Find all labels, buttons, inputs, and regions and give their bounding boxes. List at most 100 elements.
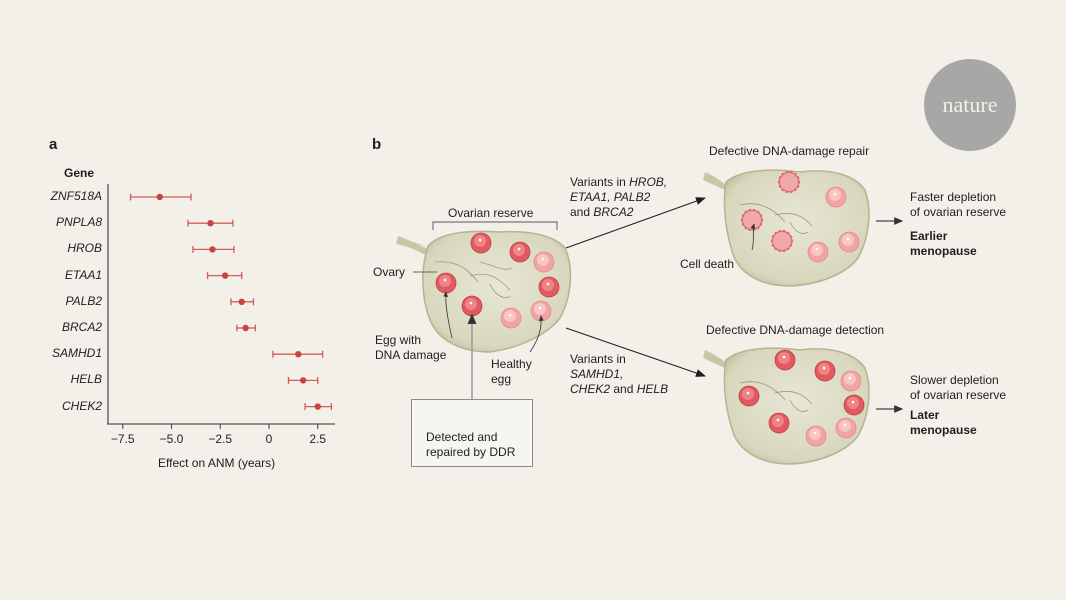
earlier-menopause-line-1: Earlier	[910, 229, 948, 243]
forest-row-pnpla8	[187, 219, 234, 227]
x-tick-label: 2.5	[309, 432, 327, 446]
faster-depletion-line-2: of ovarian reserve	[910, 205, 1007, 219]
effect-point	[314, 403, 321, 410]
dead-cell	[777, 171, 801, 193]
egg-damage-label: Egg with DNA damage	[375, 333, 446, 363]
forest-row-chek2	[304, 403, 333, 411]
forest-row-brca2	[236, 324, 257, 332]
egg	[805, 425, 827, 447]
faster-depletion-text: Faster depletion of ovarian reserve	[910, 190, 1006, 220]
egg	[774, 349, 796, 371]
forest-row-samhd1	[272, 350, 324, 358]
repair-defect-title: Defective DNA-damage repair	[709, 144, 870, 158]
effect-point	[295, 351, 302, 358]
x-tick-label: −7.5	[110, 432, 135, 446]
arrow-to-repair	[565, 197, 706, 249]
egg	[835, 417, 857, 439]
variants-in-text: Variants in	[570, 352, 626, 366]
effect-point	[242, 324, 249, 332]
effect-point	[238, 298, 245, 305]
x-tick-label: −5.0	[159, 432, 184, 446]
later-menopause-text: Later menopause	[910, 408, 977, 438]
earlier-menopause-text: Earlier menopause	[910, 229, 977, 259]
forest-row-palb2	[230, 298, 255, 306]
dead-cell	[770, 230, 794, 252]
gene-label: BRCA2	[61, 320, 102, 334]
slower-depletion-line-1: Slower depletion	[910, 373, 999, 387]
healthy-egg-pointer	[529, 315, 544, 353]
x-tick-label: −2.5	[208, 432, 233, 446]
ddr-line-1: Detected and	[426, 430, 498, 444]
healthy-egg	[530, 300, 552, 322]
healthy-egg	[500, 307, 522, 329]
egg	[738, 385, 760, 407]
effect-point	[209, 246, 216, 253]
egg	[840, 370, 862, 392]
effect-point	[156, 193, 163, 201]
panel-a-label: a	[49, 136, 58, 153]
healthy-egg-line-1: Healthy	[491, 357, 532, 371]
egg	[807, 241, 829, 263]
gene-label: HELB	[70, 372, 102, 387]
faster-depletion-line-1: Faster depletion	[910, 190, 997, 204]
slower-depletion-line-2: of ovarian reserve	[910, 388, 1007, 402]
cell-death-pointer	[750, 223, 756, 251]
detection-defect-title: Defective DNA-damage detection	[706, 323, 885, 337]
variants-prefix: Variants in	[570, 175, 630, 189]
gene-label: PALB2	[65, 293, 102, 308]
forest-row-hrob	[192, 245, 235, 253]
central-eggs	[435, 232, 560, 329]
healthy-egg-line-2: egg	[491, 372, 512, 386]
ddr-box	[411, 399, 533, 467]
gene-helb: HELB	[636, 382, 669, 396]
healthy-egg-label: Healthy egg	[491, 357, 532, 387]
egg	[825, 186, 847, 208]
detection-variants-text: Variants in SAMHD1, CHEK2 and HELB	[570, 352, 668, 397]
ovary-label: Ovary	[373, 265, 406, 279]
egg-damage-pointer	[443, 291, 453, 339]
effect-point	[207, 220, 214, 227]
gene-label: SAMHD1	[51, 346, 102, 361]
dead-cell	[740, 209, 764, 231]
gene-label: ZNF518A	[50, 189, 102, 203]
gene-chek2: CHEK2	[570, 382, 611, 396]
egg	[843, 394, 865, 416]
damaged-egg	[538, 276, 560, 298]
gene-samhd1: SAMHD1,	[570, 367, 624, 381]
and-text: and	[610, 382, 637, 396]
effect-point	[221, 272, 229, 279]
damaged-egg	[461, 295, 483, 317]
gene-hrob: HROB,	[629, 175, 668, 189]
gene-label: ETAA1	[64, 267, 102, 282]
slower-depletion-text: Slower depletion of ovarian reserve	[910, 373, 1006, 403]
x-axis-label: Effect on ANM (years)	[158, 456, 276, 470]
panel-b-label: b	[372, 136, 382, 153]
genes-etaa1-palb2: ETAA1, PALB2	[570, 190, 651, 204]
egg	[814, 360, 836, 382]
nature-logo: nature	[924, 59, 1016, 151]
ddr-line-2: repaired by DDR	[426, 445, 516, 459]
cell-death-label: Cell death	[680, 257, 735, 271]
gene-label: CHEK2	[61, 398, 102, 413]
egg-damage-line-2: DNA damage	[375, 348, 447, 362]
effect-point	[299, 377, 307, 384]
x-tick-label: 0	[265, 432, 273, 446]
forest-row-etaa1	[206, 272, 243, 280]
repair-variants-text: Variants in HROB, ETAA1, PALB2 and BRCA2	[570, 175, 667, 220]
ovarian-reserve-label: Ovarian reserve	[448, 206, 534, 220]
egg-damage-line-1: Egg with	[375, 333, 422, 347]
earlier-menopause-line-2: menopause	[910, 244, 977, 258]
later-menopause-line-1: Later	[910, 408, 940, 422]
healthy-egg	[533, 251, 555, 273]
logo-text: nature	[942, 92, 998, 117]
ovarian-reserve-bracket	[432, 221, 558, 230]
detection-defect-eggs	[738, 349, 865, 447]
forest-row-helb	[287, 376, 319, 384]
gene-label: HROB	[67, 241, 102, 256]
arrow-to-detection	[565, 327, 706, 377]
forest-row-znf518a	[129, 193, 192, 201]
central-ovary	[396, 230, 572, 353]
and-text: and	[570, 205, 594, 219]
